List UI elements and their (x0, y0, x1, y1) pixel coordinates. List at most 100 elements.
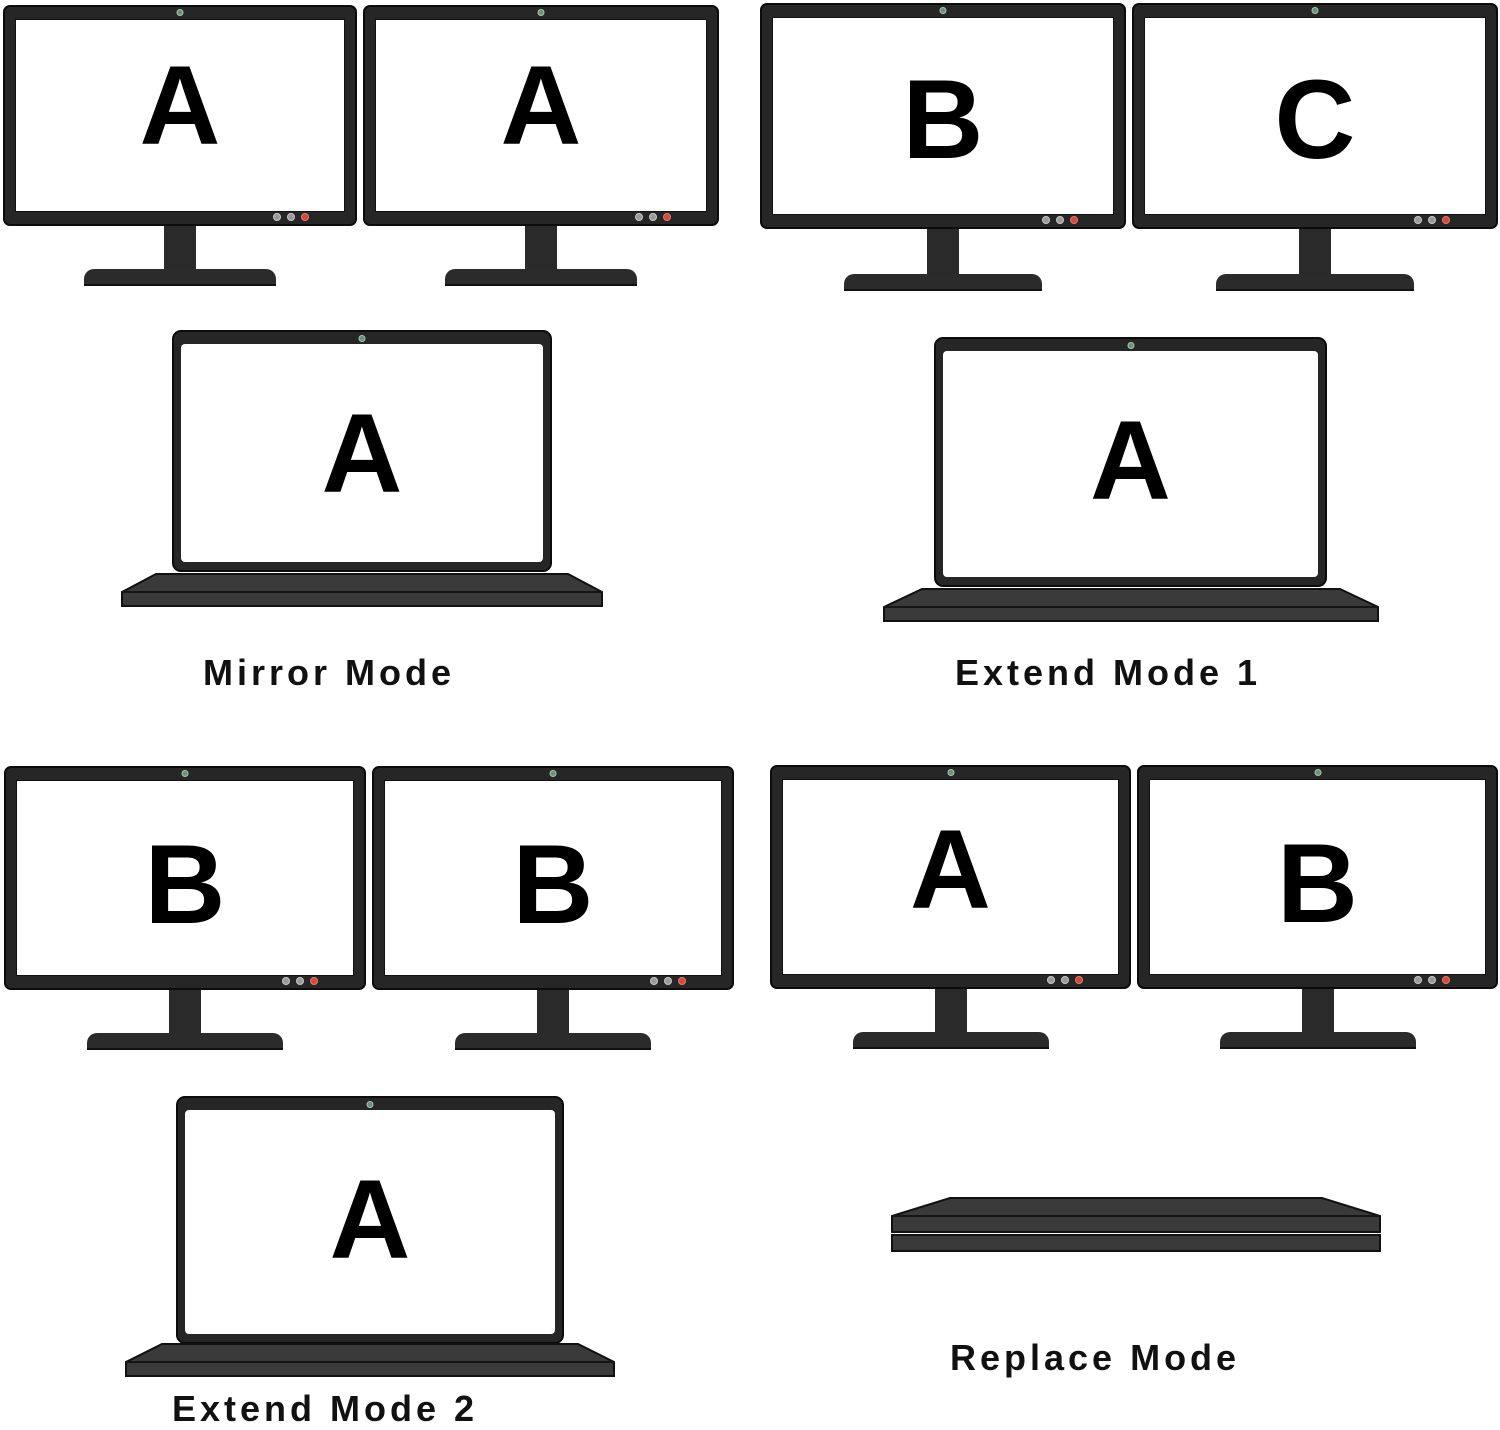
camera-dot-icon (1127, 342, 1134, 349)
monitor-neck (164, 226, 196, 272)
laptop-screen: A (185, 1110, 555, 1334)
status-led-icon (282, 977, 290, 985)
status-led-icon (650, 977, 658, 985)
screen-letter: C (1274, 57, 1356, 182)
monitor-bezel: A (770, 765, 1131, 989)
monitor-bezel: B (760, 3, 1126, 229)
monitor-base (844, 274, 1042, 291)
laptop-keyboard-deck (125, 1343, 615, 1377)
status-leds (1414, 976, 1450, 984)
status-led-icon (287, 213, 295, 221)
camera-dot-icon (1314, 769, 1321, 776)
screen-letter: B (512, 822, 594, 947)
status-led-icon (1047, 976, 1055, 984)
camera-dot-icon (549, 770, 557, 777)
status-led-icon (1442, 216, 1450, 224)
screen-letter: A (139, 43, 221, 168)
laptop: A (120, 330, 604, 608)
monitor-left: A (3, 5, 357, 286)
laptop-lid: A (176, 1096, 564, 1344)
monitor-screen: A (782, 779, 1119, 975)
status-leds (635, 213, 671, 221)
monitor-screen: B (16, 780, 354, 976)
status-led-icon (663, 213, 671, 221)
screen-letter: A (1090, 398, 1171, 523)
monitor-screen: C (1144, 17, 1486, 215)
status-led-icon (1442, 976, 1450, 984)
status-led-icon (1042, 216, 1050, 224)
camera-dot-icon (1311, 7, 1319, 14)
status-led-icon (1075, 976, 1083, 984)
monitor-screen: B (772, 17, 1114, 215)
status-leds (1414, 216, 1450, 224)
laptop-lid: A (172, 330, 552, 572)
monitor-left: B (4, 766, 366, 1050)
monitor-neck (169, 990, 201, 1036)
closed-laptop-icon (891, 1197, 1381, 1252)
screen-letter: B (1277, 821, 1358, 946)
laptop-screen: A (943, 351, 1318, 577)
monitor-bezel: B (1137, 765, 1498, 989)
screen-letter: B (902, 57, 984, 182)
status-leds (650, 977, 686, 985)
camera-dot-icon (181, 770, 189, 777)
status-led-icon (1070, 216, 1078, 224)
status-led-icon (1061, 976, 1069, 984)
status-led-icon (296, 977, 304, 985)
status-led-icon (635, 213, 643, 221)
camera-dot-icon (358, 335, 366, 342)
status-led-icon (1428, 216, 1436, 224)
screen-letter: A (321, 391, 403, 516)
laptop-screen: A (181, 344, 543, 562)
monitor-bezel: C (1132, 3, 1498, 229)
status-led-icon (1428, 976, 1436, 984)
status-leds (1042, 216, 1078, 224)
monitor-base (87, 1033, 283, 1050)
status-led-icon (678, 977, 686, 985)
monitor-bezel: A (363, 5, 719, 226)
status-led-icon (310, 977, 318, 985)
monitor-screen: A (375, 19, 707, 212)
monitor-base (84, 269, 276, 286)
camera-dot-icon (939, 7, 947, 14)
laptop-keyboard-deck (121, 573, 603, 607)
camera-dot-icon (947, 769, 954, 776)
screen-letter: A (910, 807, 991, 932)
status-led-icon (301, 213, 309, 221)
monitor-bezel: B (4, 766, 366, 990)
monitor-right: B (1137, 765, 1498, 1049)
camera-dot-icon (366, 1101, 374, 1108)
monitor-neck (1299, 229, 1331, 277)
camera-dot-icon (537, 9, 545, 16)
status-led-icon (664, 977, 672, 985)
mode-label: Extend Mode 1 (955, 652, 1262, 693)
screen-letter: A (329, 1157, 411, 1282)
mode-label: Replace Mode (950, 1337, 1241, 1378)
monitor-neck (537, 990, 569, 1036)
monitor-base (1216, 274, 1414, 291)
monitor-neck (1301, 989, 1334, 1035)
status-leds (1047, 976, 1083, 984)
screen-letter: B (144, 822, 226, 947)
monitor-base (455, 1033, 651, 1050)
monitor-bezel: B (372, 766, 734, 990)
status-led-icon (649, 213, 657, 221)
monitor-screen: B (1149, 779, 1486, 975)
laptop: A (882, 337, 1380, 623)
monitor-screen: B (384, 780, 722, 976)
status-led-icon (1056, 216, 1064, 224)
monitor-screen: A (15, 19, 345, 212)
monitor-right: B (372, 766, 734, 1050)
status-led-icon (1414, 976, 1422, 984)
screen-letter: A (500, 43, 582, 168)
status-leds (273, 213, 309, 221)
camera-dot-icon (176, 9, 184, 16)
status-leds (282, 977, 318, 985)
mode-label: Mirror Mode (203, 652, 456, 693)
monitor-neck (927, 229, 959, 277)
status-led-icon (1414, 216, 1422, 224)
laptop: A (124, 1096, 616, 1378)
monitor-neck (934, 989, 967, 1035)
laptop-lid: A (934, 337, 1327, 587)
